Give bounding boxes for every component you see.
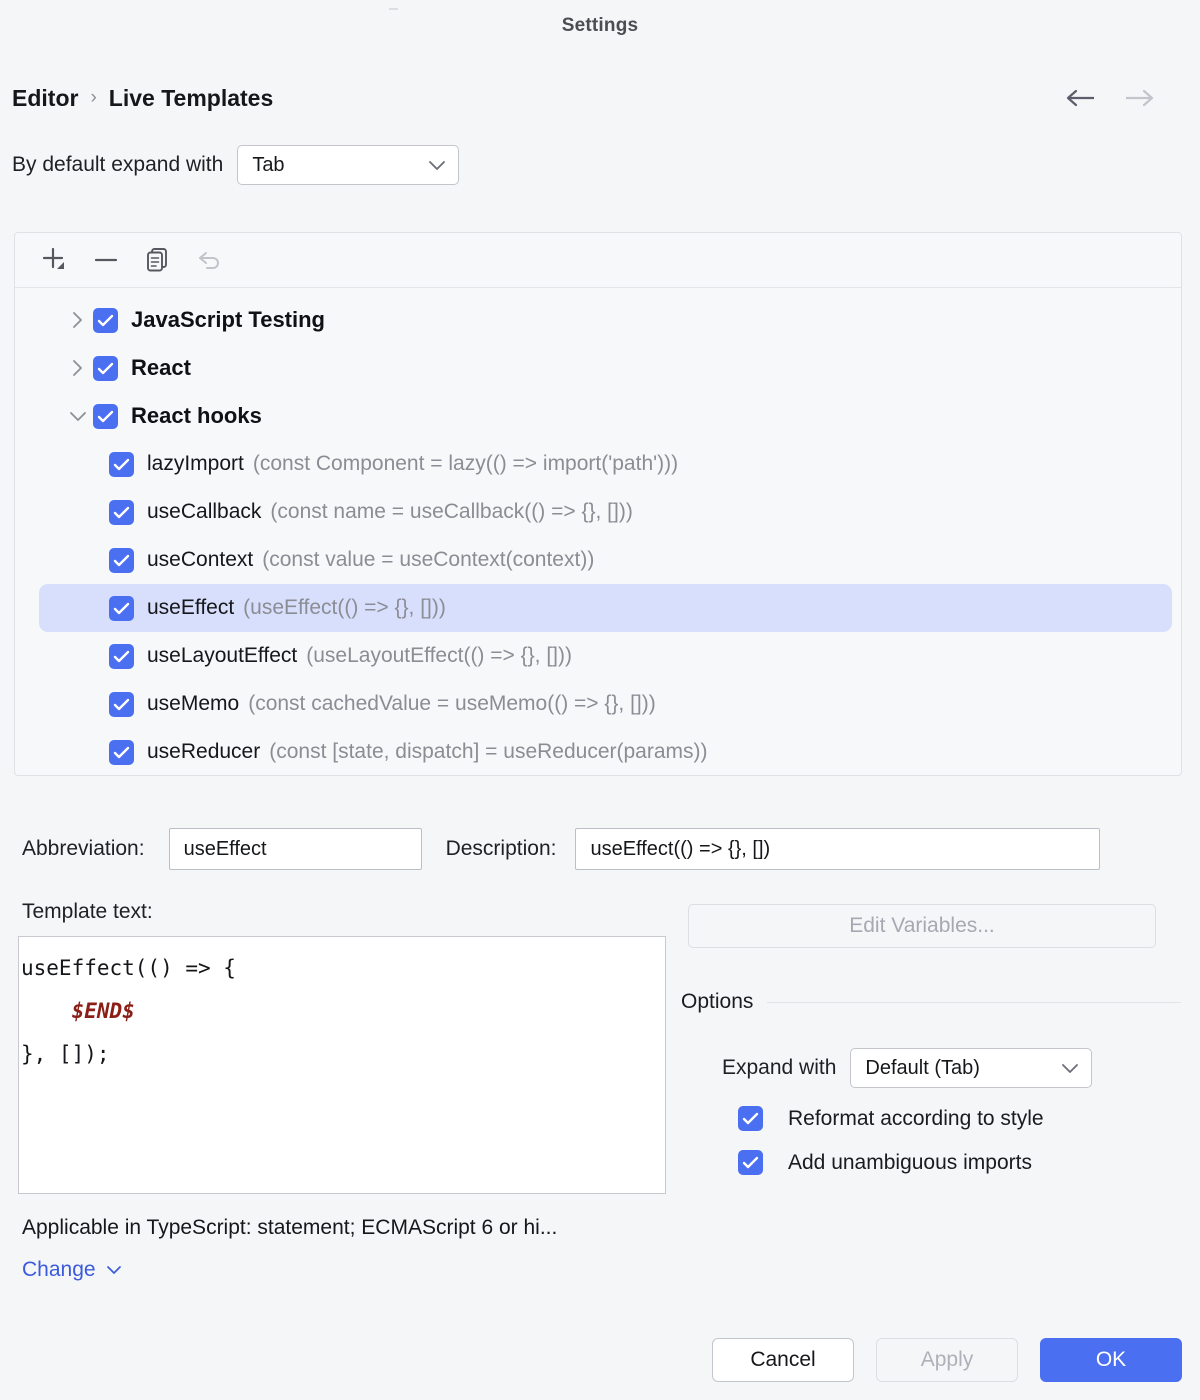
imports-label: Add unambiguous imports [788,1150,1032,1174]
template-description: (useEffect(() => {}, [])) [243,596,446,619]
reformat-checkbox[interactable] [738,1106,763,1131]
default-expand-with-row: By default expand with Tab [0,144,1200,186]
breadcrumb-root[interactable]: Editor [12,84,79,111]
group-checkbox[interactable] [93,355,118,381]
template-row-useCallback[interactable]: useCallback (const name = useCallback(()… [39,488,1172,536]
template-tree: JavaScript Testing React React hooks [15,288,1181,775]
forward-arrow-icon[interactable] [1122,85,1156,111]
template-text-editor[interactable]: useEffect(() => { $END$ }, []); [18,936,666,1194]
apply-button: Apply [876,1338,1018,1382]
reformat-label: Reformat according to style [788,1106,1044,1130]
imports-checkbox[interactable] [738,1150,763,1175]
remove-icon[interactable] [83,239,129,281]
tree-group-row[interactable]: JavaScript Testing [39,296,1172,344]
template-checkbox[interactable] [109,739,134,765]
template-name: lazyImport [147,452,244,475]
template-code-line-1: useEffect(() => { [21,956,236,980]
template-row-useEffect[interactable]: useEffect (useEffect(() => {}, [])) [39,584,1172,632]
duplicate-icon[interactable] [135,239,181,281]
template-row-useMemo[interactable]: useMemo (const cachedValue = useMemo(() … [39,680,1172,728]
options-legend-label: Options [681,990,754,1013]
live-templates-panel: JavaScript Testing React React hooks [14,232,1182,776]
window-title: Settings [561,15,639,36]
edit-variables-button: Edit Variables... [688,904,1156,948]
template-description: (const [state, dispatch] = useReducer(pa… [269,740,708,763]
window-titlebar: Settings [0,0,1200,52]
option-expand-with-select[interactable]: Default (Tab) [850,1048,1093,1088]
breadcrumb: Editor › Live Templates [0,74,1200,122]
chevron-down-icon [1039,1063,1079,1074]
abbreviation-input[interactable]: useEffect [168,828,422,870]
template-checkbox[interactable] [109,499,134,525]
tree-toolbar [15,233,1181,288]
template-row-lazyImport[interactable]: lazyImport (const Component = lazy(() =>… [39,440,1172,488]
template-row-useContext[interactable]: useContext (const value = useContext(con… [39,536,1172,584]
template-description: (const name = useCallback(() => {}, [])) [270,500,633,523]
default-expand-with-select[interactable]: Tab [237,145,460,185]
cancel-button[interactable]: Cancel [712,1338,854,1382]
tree-group-row[interactable]: React hooks [39,392,1172,440]
tree-group-label: JavaScript Testing [131,307,325,332]
applicable-context-text: Applicable in TypeScript: statement; ECM… [22,1216,558,1239]
imports-checkbox-row[interactable]: Add unambiguous imports [738,1150,1032,1175]
code-indent [21,999,72,1023]
chevron-down-icon [406,160,446,171]
template-row-useLayoutEffect[interactable]: useLayoutEffect (useLayoutEffect(() => {… [39,632,1172,680]
template-checkbox[interactable] [109,547,134,573]
template-checkbox[interactable] [109,691,134,717]
tree-group-row[interactable]: React [39,344,1172,392]
description-input[interactable]: useEffect(() => {}, []) [575,828,1101,870]
group-checkbox[interactable] [93,307,118,333]
template-name: useContext [147,548,254,571]
navigation-arrows [1064,85,1156,111]
back-arrow-icon[interactable] [1064,85,1098,111]
template-variable-end: $END$ [71,999,135,1023]
description-label: Description: [445,837,557,860]
template-description: (const cachedValue = useMemo(() => {}, [… [248,692,656,715]
template-name: useCallback [147,500,262,523]
revert-icon [187,239,233,281]
chevron-down-icon[interactable] [63,409,93,423]
ok-button[interactable]: OK [1040,1338,1182,1382]
abbreviation-description-row: Abbreviation: useEffect Description: use… [22,828,1180,870]
option-expand-with-label: Expand with [722,1056,837,1079]
options-group-legend: Options [681,990,1181,1014]
tree-group-label: React hooks [131,403,262,428]
template-name: useLayoutEffect [147,644,298,667]
template-checkbox[interactable] [109,643,134,669]
change-link-label: Change [22,1258,96,1281]
option-expand-with-value: Default (Tab) [865,1056,980,1079]
chevron-right-icon[interactable] [63,358,93,378]
default-expand-with-value: Tab [252,153,285,176]
abbreviation-label: Abbreviation: [22,837,145,860]
breadcrumb-separator: › [90,87,97,108]
change-context-link[interactable]: Change [22,1258,122,1282]
breadcrumb-current: Live Templates [108,84,274,111]
template-name: useEffect [147,596,235,619]
option-expand-with-row: Expand with Default (Tab) [722,1048,1093,1088]
add-icon[interactable] [31,239,77,281]
template-name: useMemo [147,692,240,715]
template-checkbox[interactable] [109,451,134,477]
template-text-label: Template text: [22,900,153,923]
template-name: useReducer [147,740,261,763]
template-code-line-3: }, []); [21,1042,110,1066]
template-description: (useLayoutEffect(() => {}, [])) [306,644,572,667]
template-checkbox[interactable] [109,595,134,621]
default-expand-with-label: By default expand with [12,153,224,176]
chevron-right-icon[interactable] [63,310,93,330]
chevron-down-icon [106,1265,122,1275]
template-row-useReducer[interactable]: useReducer (const [state, dispatch] = us… [39,728,1172,775]
group-checkbox[interactable] [93,403,118,429]
options-legend-rule [767,1001,1181,1003]
reformat-checkbox-row[interactable]: Reformat according to style [738,1106,1044,1131]
window-drag-indicator [389,8,398,10]
template-code-line-2: $END$ [19,990,665,1033]
dialog-footer: Cancel Apply OK [712,1338,1182,1382]
template-description: (const Component = lazy(() => import('pa… [252,452,679,475]
template-description: (const value = useContext(context)) [262,548,595,571]
tree-group-label: React [131,355,191,380]
